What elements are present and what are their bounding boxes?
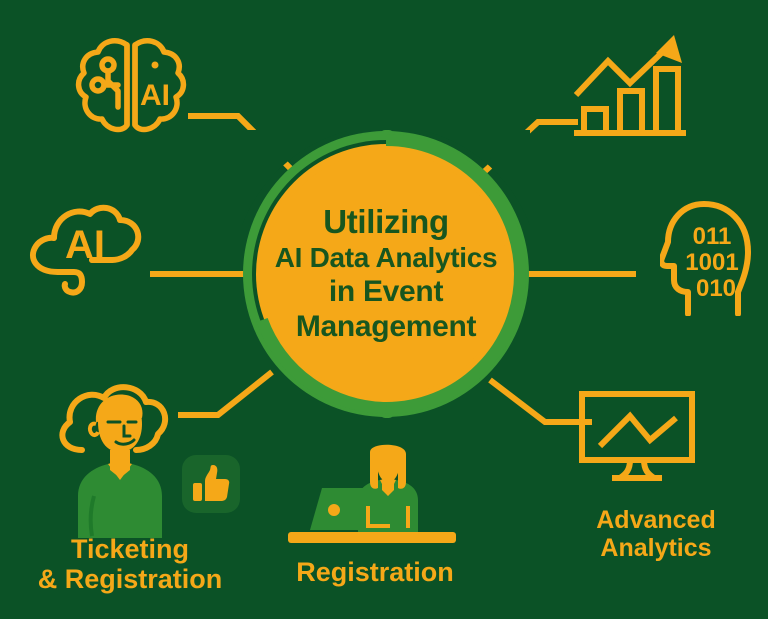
head-binary-line-1: 011 xyxy=(693,223,732,250)
reg-laptop-logo xyxy=(328,504,340,516)
hub-ring-right xyxy=(385,134,526,414)
node-ticketing-person xyxy=(36,378,206,538)
hub-title-line-2: AI Data Analytics xyxy=(274,242,498,274)
brain-ai-text: AI xyxy=(140,79,170,112)
brain-dot-icon xyxy=(151,61,159,69)
node-binary-head: 011 1001 010 xyxy=(658,196,760,317)
head-binary-line-2: 1001 xyxy=(685,249,738,276)
reg-person-shirt xyxy=(358,480,418,536)
person-cloud-outline xyxy=(59,384,169,453)
head-binary-line-3: 010 xyxy=(696,275,736,302)
chart-arrow-head-icon xyxy=(656,35,682,63)
node-cloud-ai: AI xyxy=(20,196,150,304)
hub-gear-circle xyxy=(232,120,540,418)
person-cloud-icon xyxy=(59,384,169,538)
hub-title-line-1: Utilizing xyxy=(323,203,449,241)
head-binary-icon xyxy=(658,201,751,317)
reg-desk xyxy=(288,532,456,543)
reg-person-collar xyxy=(380,479,396,496)
person-shirt xyxy=(78,464,162,538)
cloud-ai-text: AI xyxy=(65,223,105,267)
hub-ring-left xyxy=(256,317,387,414)
node-brain-ai: AI xyxy=(72,33,190,141)
cloud-ai-icon xyxy=(30,204,142,296)
person-collar xyxy=(108,462,132,480)
node-monitor-analytics xyxy=(578,390,696,482)
thumbs-up-icon xyxy=(193,465,230,501)
brain-ai-icon xyxy=(75,38,187,133)
growth-bar-chart-icon xyxy=(573,35,686,136)
label-ticketing-registration: Ticketing & Registration xyxy=(37,534,223,594)
node-registration-desk xyxy=(286,440,458,558)
hub-title-line-4: Management xyxy=(295,309,477,343)
monitor-line-chart-icon xyxy=(579,391,695,481)
person-arm-seam xyxy=(88,495,96,537)
hub-title: Utilizing AI Data Analytics in Event Man… xyxy=(242,130,530,418)
ticketing-thumbs-up-badge xyxy=(182,455,240,513)
label-registration: Registration xyxy=(296,557,454,587)
monitor-screen xyxy=(579,391,695,463)
label-advanced-analytics: Advanced Analytics xyxy=(596,506,716,562)
person-face-details xyxy=(106,420,138,446)
person-laptop-desk-icon xyxy=(288,444,456,543)
chart-bar-3 xyxy=(653,66,681,136)
chart-bar-1 xyxy=(581,106,609,136)
person-ear xyxy=(87,421,100,438)
chart-bar-2 xyxy=(617,88,645,136)
hub-title-line-3: in Event xyxy=(328,275,444,309)
chart-trend-line xyxy=(573,40,675,98)
center-hub: Utilizing AI Data Analytics in Event Man… xyxy=(232,120,540,418)
node-bar-chart xyxy=(570,33,690,143)
reg-person-arm xyxy=(366,506,390,528)
monitor-chart-line xyxy=(597,411,678,449)
person-hair xyxy=(95,394,143,422)
reg-person-head xyxy=(376,450,400,482)
